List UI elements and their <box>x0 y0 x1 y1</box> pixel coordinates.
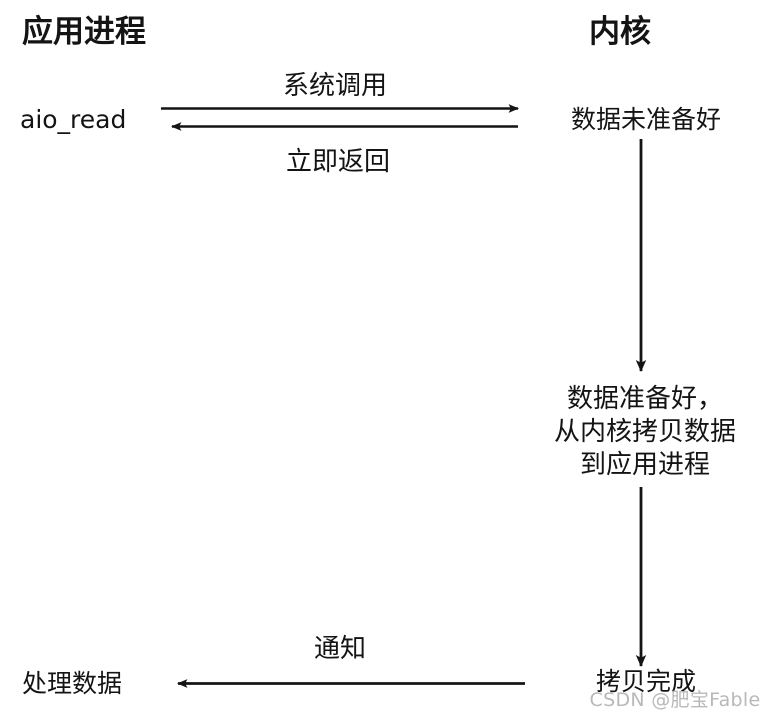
edge-label-immediate-return: 立即返回 <box>285 147 391 177</box>
edge-label-notify: 通知 <box>313 634 367 664</box>
node-process-data: 处理数据 <box>22 669 123 698</box>
node-data-ready-copying: 数据准备好， 从内核拷贝数据 到应用进程 <box>553 384 736 480</box>
edge-label-syscall: 系统调用 <box>282 71 388 101</box>
column-title-kernel: 内核 <box>589 14 651 50</box>
column-title-application-process: 应用进程 <box>22 14 146 50</box>
node-copy-complete: 拷贝完成 <box>595 667 697 696</box>
csdn-watermark: CSDN @肥宝Fable <box>589 689 761 711</box>
node-data-not-ready: 数据未准备好 <box>570 105 722 134</box>
node-aio-read: aio_read <box>20 105 127 134</box>
